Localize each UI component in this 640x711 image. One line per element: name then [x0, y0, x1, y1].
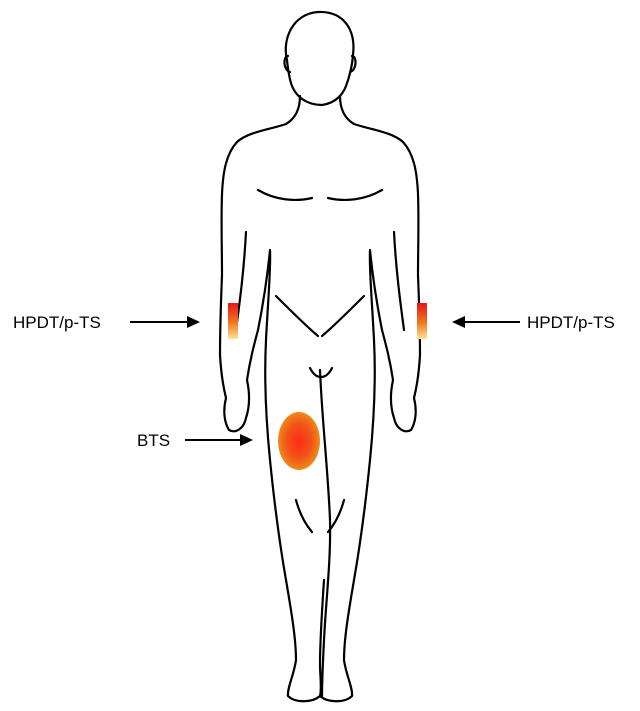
right-forearm-marker — [417, 303, 427, 339]
right-site-label: HPDT/p-TS — [527, 313, 615, 332]
left-knee-line — [296, 500, 312, 532]
inner-leg-line — [320, 370, 330, 696]
human-figure-outline — [220, 12, 420, 701]
thigh-lesion-marker — [278, 412, 320, 470]
right-hip-line — [322, 296, 364, 336]
right-body-outline — [320, 96, 420, 701]
right-pec-line — [328, 190, 382, 200]
left-hip-line — [276, 296, 318, 336]
thigh-site-label: BTS — [137, 431, 170, 450]
head-outline — [286, 12, 354, 105]
left-forearm-marker — [228, 303, 238, 339]
thigh-arrow — [185, 434, 253, 446]
left-pec-line — [258, 190, 312, 200]
left-arrow — [130, 316, 200, 328]
right-inner-arm — [394, 232, 404, 330]
right-arrow — [452, 316, 520, 328]
left-body-outline — [220, 96, 324, 701]
left-site-label: HPDT/p-TS — [13, 313, 101, 332]
